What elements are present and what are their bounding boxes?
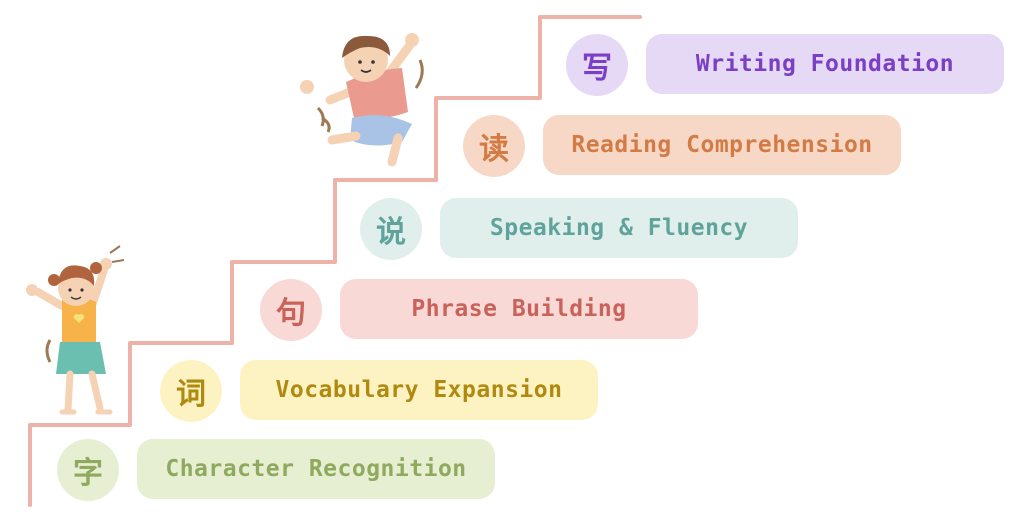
badge-char: 字 [57,439,119,501]
step-label: Speaking & Fluency [440,198,798,258]
stair-outline [28,15,642,507]
step-label: Phrase Building [340,279,698,339]
step-label: Reading Comprehension [543,115,901,175]
girl-figure [26,245,125,415]
badge-char: 句 [260,279,322,341]
badge-char: 说 [360,198,422,260]
badge-char: 写 [566,34,628,96]
step-label: Vocabulary Expansion [240,360,598,420]
boy-figure [300,33,424,167]
badge-char: 读 [463,115,525,177]
badge-char: 词 [160,360,222,422]
step-label: Writing Foundation [646,34,1004,94]
step-label: Character Recognition [137,439,495,499]
